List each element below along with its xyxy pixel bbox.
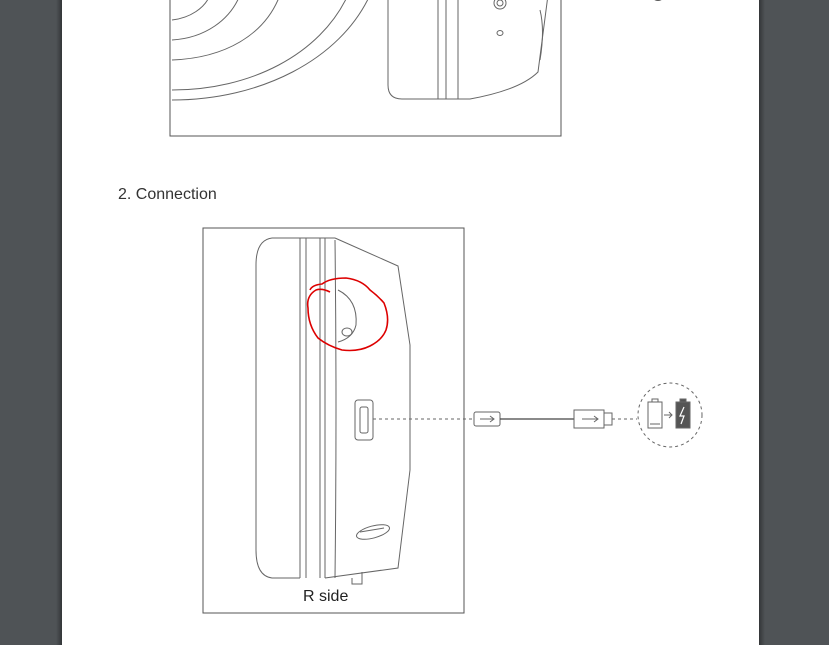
- cup-back-outline: [324, 237, 411, 579]
- top-figure-frame: [169, 0, 562, 137]
- micro-usb-port-inner: [359, 406, 369, 434]
- top-mic-hole: [496, 30, 504, 36]
- earcup-arc-4: [171, 0, 239, 41]
- mic-jack-icon: [341, 327, 353, 337]
- battery-full-icon: [675, 401, 691, 429]
- lightning-bolt-icon: [679, 406, 685, 425]
- usb-a-plug-tip: [603, 412, 613, 426]
- earcup-arc-2: [171, 0, 346, 91]
- lower-latch: [356, 524, 390, 540]
- figure-caption: R side: [303, 588, 349, 605]
- top-cropped-dot: [654, 0, 662, 1]
- cup-back-curve: [334, 239, 337, 579]
- connection-figure-frame: [202, 227, 465, 614]
- earcup-arc-5: [171, 0, 209, 21]
- battery-charging-circle: [637, 382, 703, 448]
- earcup-arc-outer: [171, 0, 368, 101]
- side-cup-edge: [539, 9, 543, 61]
- bottom-tab: [351, 572, 363, 585]
- side-cup-outline: [387, 0, 548, 100]
- battery-empty-cap: [651, 398, 659, 403]
- micro-usb-port: [354, 399, 374, 441]
- page-shadow-right: [759, 0, 765, 645]
- top-figure: [169, 0, 662, 137]
- page-shadow-left: [56, 0, 62, 645]
- top-jack-inner: [496, 0, 504, 7]
- cup-front-outline: [255, 237, 300, 579]
- red-annotation-circle: [306, 277, 389, 352]
- charge-arrow-icon: [664, 411, 673, 419]
- section-heading: 2. Connection: [118, 186, 217, 203]
- connection-figure: [202, 227, 703, 614]
- earcup-arc-3: [171, 0, 279, 61]
- lower-latch-line: [359, 527, 385, 533]
- usb-a-plug-symbol: [582, 415, 599, 423]
- document-page: [62, 0, 759, 645]
- battery-full-cap: [679, 398, 687, 403]
- micro-usb-plug-symbol: [480, 415, 495, 423]
- top-jack-icon: [493, 0, 507, 10]
- control-button-shape: [337, 289, 357, 343]
